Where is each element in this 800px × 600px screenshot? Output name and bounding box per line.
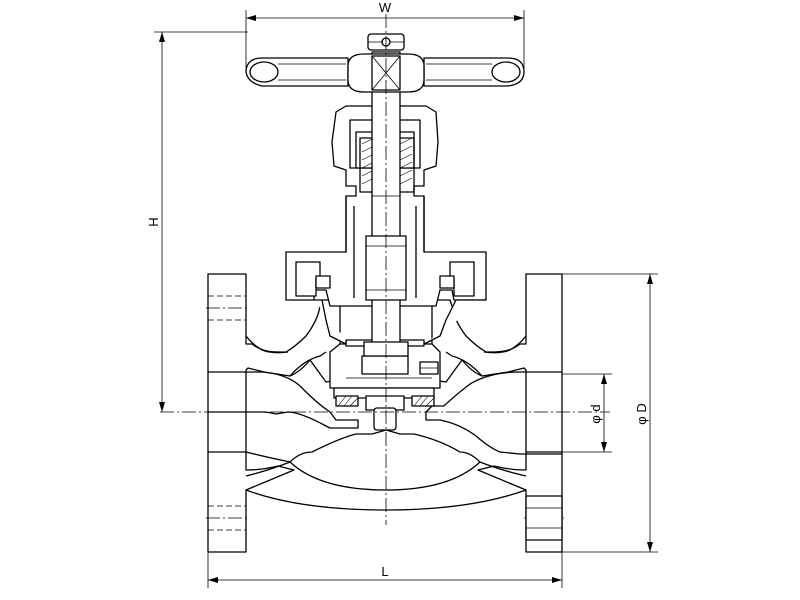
dimension-l-label: L [381, 564, 388, 579]
packing-left [361, 137, 375, 185]
disc-stem-end [373, 407, 397, 431]
bonnet-neck [345, 196, 425, 298]
body-passage-right [425, 371, 562, 455]
upper-chamber [289, 351, 483, 377]
body-right-shoulder [483, 335, 527, 354]
dimension-w-label: W [379, 0, 392, 15]
body-bowl-inner [289, 429, 481, 463]
bolt-right [439, 275, 455, 289]
bolt-left [315, 275, 331, 289]
dimension-h-label: H [146, 217, 161, 226]
disc-assembly [329, 339, 441, 431]
dimension-d: φ d [562, 373, 612, 453]
dimension-l: L [207, 552, 563, 588]
packing-right [399, 137, 413, 185]
dimension-d-label: φ d [588, 404, 603, 423]
dimension-big-d-label: φ D [634, 403, 649, 424]
right-flange [431, 273, 563, 553]
dimension-big-d: φ D [562, 273, 658, 553]
body-passage [208, 371, 359, 429]
centerlines [160, 14, 610, 525]
bolt-holes [206, 295, 564, 541]
valve-body [206, 273, 564, 553]
seat-hatch [335, 395, 435, 407]
dimension-w: W [245, 0, 525, 70]
handwheel-grip-left [249, 61, 279, 83]
handwheel-grip-right [491, 61, 521, 83]
body-left-shoulder [245, 335, 289, 354]
bonnet-lower [314, 299, 486, 345]
handwheel [245, 33, 525, 93]
dimension-h: H [146, 31, 248, 412]
